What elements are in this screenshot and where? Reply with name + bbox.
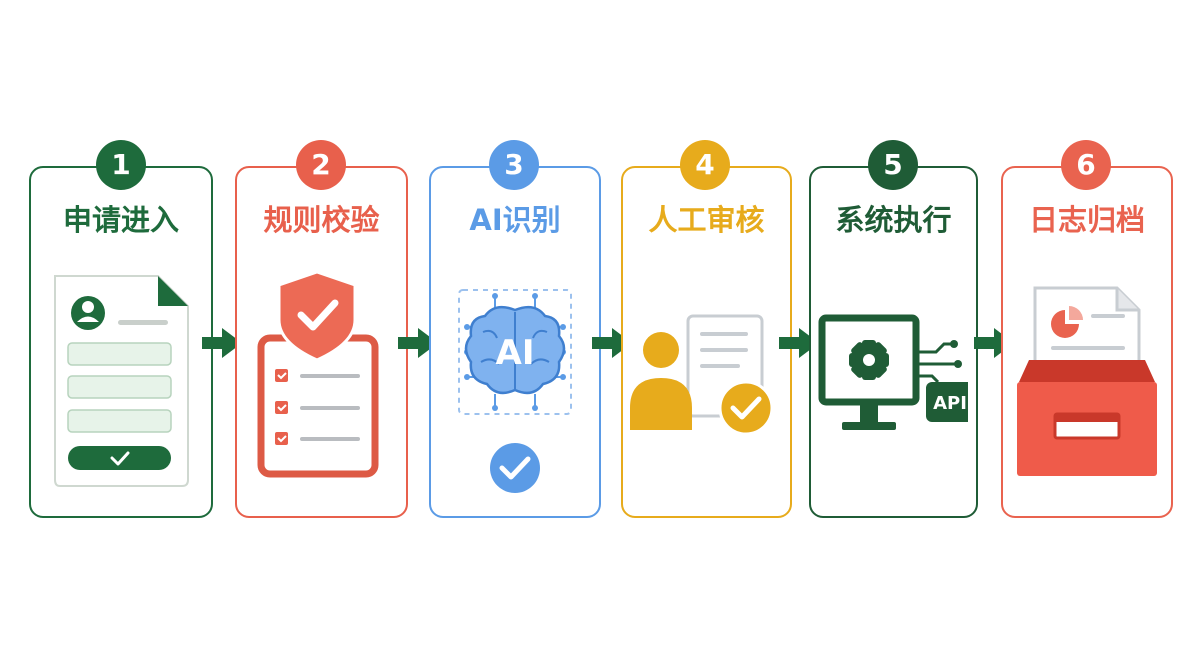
application-form-icon (54, 275, 189, 487)
monitor-gear-api-icon: API (818, 314, 968, 430)
step-title-1: 申请进入 (62, 203, 179, 237)
ai-brain-icon: AI (458, 289, 572, 493)
api-badge-label: API (933, 393, 967, 414)
step-title-5: 系统执行 (835, 203, 952, 237)
step-number-badge-5: 5 (868, 140, 918, 190)
ai-chip-label: AI (496, 333, 535, 373)
step-title-3: AI识别 (469, 203, 561, 237)
step-title-4: 人工审核 (648, 203, 765, 237)
step-number-badge-6: 6 (1061, 140, 1111, 190)
step-number-badge-1: 1 (96, 140, 146, 190)
archive-box-icon (1017, 286, 1157, 476)
step-number-badge-3: 3 (489, 140, 539, 190)
step-title-6: 日志归档 (1028, 203, 1145, 237)
step-number-badge-4: 4 (680, 140, 730, 190)
shield-checklist-icon (257, 270, 379, 478)
flow-arrow-2 (398, 328, 438, 358)
person-review-icon (630, 314, 774, 436)
flow-arrow-1 (202, 328, 242, 358)
step-number-badge-2: 2 (296, 140, 346, 190)
step-title-2: 规则校验 (263, 203, 380, 237)
